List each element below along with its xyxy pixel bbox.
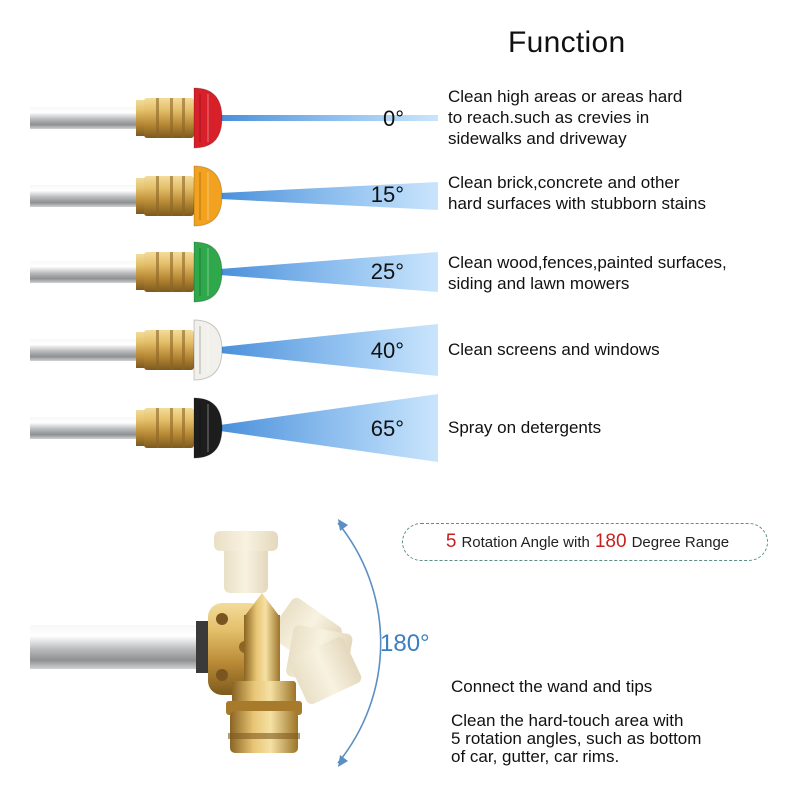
nozzle-1	[30, 165, 438, 227]
nozzle-4	[30, 394, 438, 462]
wand-pipe	[30, 417, 138, 439]
rotation-text-b: Degree Range	[631, 533, 730, 551]
rotation-count: 5	[445, 531, 457, 552]
bottom-line: Clean the hard-touch area with	[451, 711, 684, 730]
nozzle-tip	[193, 241, 223, 303]
spray-fan	[220, 324, 438, 376]
wand-pipe	[30, 107, 138, 129]
spray-fan	[220, 115, 438, 121]
wand-pipe	[30, 625, 200, 669]
wand-pipe	[30, 185, 138, 207]
spray-fan	[220, 182, 438, 210]
nozzle-tip	[193, 165, 223, 227]
spray-fan	[220, 252, 438, 292]
description-line: Clean brick,concrete and other	[448, 173, 680, 192]
description-line: to reach.such as crevies in	[448, 108, 650, 127]
nozzle-3	[30, 319, 438, 381]
description-line: Clean wood,fences,painted surfaces,	[448, 253, 727, 272]
spray-fan	[220, 394, 438, 462]
description-line: Clean high areas or areas hard	[448, 87, 683, 106]
description-line: siding and lawn mowers	[448, 274, 630, 293]
nozzle-0	[30, 87, 438, 149]
description-line: Clean screens and windows	[448, 340, 660, 359]
nozzle-tip	[193, 319, 223, 381]
wand-pipe	[30, 339, 138, 361]
rotation-degrees: 180	[594, 531, 627, 552]
rotation-badge: 5 Rotation Angle with 180 Degree Range	[402, 523, 768, 561]
brass-coupler	[144, 408, 194, 448]
description-line: hard surfaces with stubborn stains	[448, 194, 706, 213]
page-title: Function	[508, 26, 626, 59]
spray-angle-label: 65°	[370, 416, 404, 441]
nozzle-description: Clean screens and windows	[448, 339, 788, 360]
range-label: 180°	[380, 630, 430, 657]
description-line: sidewalks and driveway	[448, 129, 627, 148]
spray-angle-label: 0°	[382, 106, 404, 131]
wand-pipe	[30, 261, 138, 283]
bottom-heading: Connect the wand and tips	[451, 677, 653, 696]
nozzle-2	[30, 241, 438, 303]
nozzle-tip	[193, 397, 223, 459]
arc-arrow-bottom-icon	[338, 755, 348, 767]
rotation-text-a: Rotation Angle with	[461, 533, 590, 551]
nozzle-description: Clean brick,concrete and other hard surfa…	[448, 172, 788, 214]
spray-angle-label: 40°	[370, 338, 404, 363]
nozzle-description: Clean high areas or areas hard to reach.s…	[448, 86, 788, 149]
nozzle-description: Clean wood,fences,painted surfaces, sidin…	[448, 252, 788, 294]
arc-arrow-top-icon	[338, 519, 348, 531]
rotation-arc	[337, 522, 382, 764]
swivel-nozzle-illustration	[30, 519, 382, 767]
bottom-line: 5 rotation angles, such as bottom	[451, 729, 702, 748]
nozzle-description: Spray on detergents	[448, 417, 788, 438]
spray-angle-label: 15°	[370, 182, 404, 207]
bottom-line: of car, gutter, car rims.	[451, 747, 620, 766]
spray-angle-label: 25°	[370, 259, 404, 284]
ghost-fittings	[214, 531, 362, 705]
nozzle-tip	[193, 87, 223, 149]
description-line: Spray on detergents	[448, 418, 602, 437]
quick-connect-fitting	[230, 711, 298, 753]
